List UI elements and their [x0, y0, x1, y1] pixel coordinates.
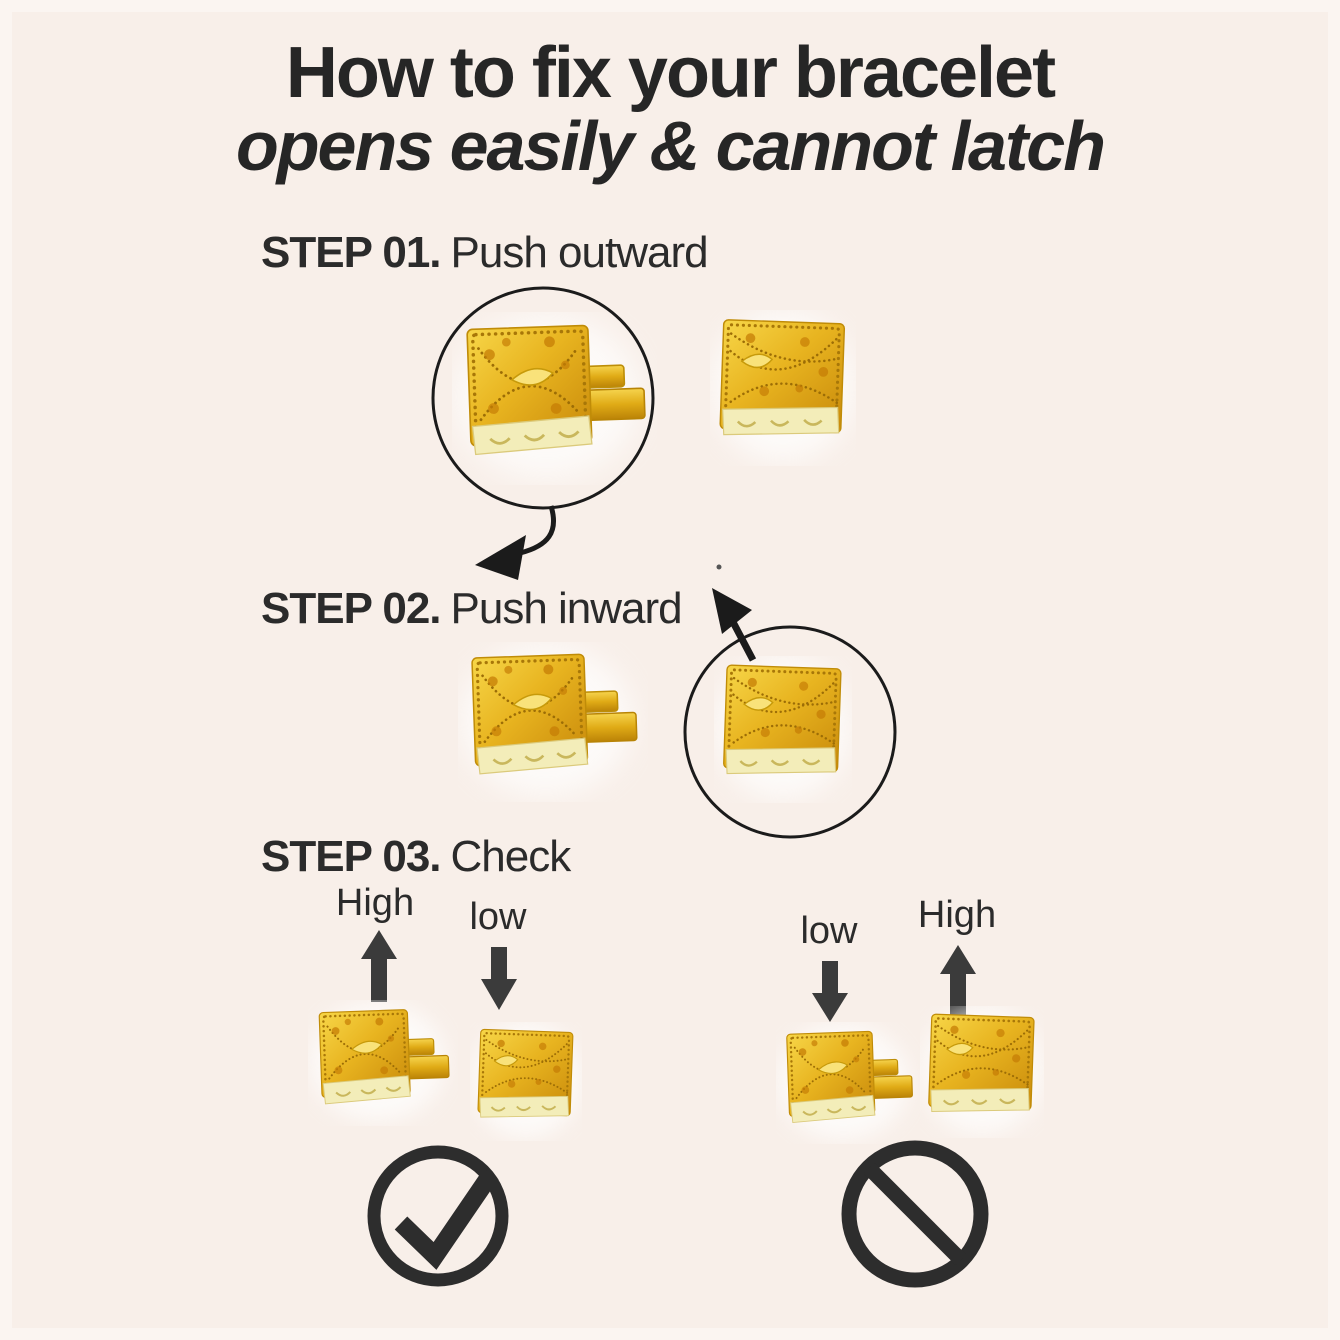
- right-high-label: High: [917, 894, 997, 936]
- step-2-number: STEP 02.: [261, 584, 442, 633]
- left-low-label: low: [469, 896, 527, 938]
- prohibition-icon: [841, 1140, 989, 1288]
- right-female-clasp-image: [921, 1006, 1043, 1135]
- step-1-text: Push outward: [450, 228, 709, 277]
- step-1-number: STEP 01.: [261, 228, 442, 277]
- step-3-text: Check: [450, 832, 572, 881]
- step1-male-clasp-image: [454, 314, 646, 478]
- step2-male-clasp-image: [460, 644, 638, 796]
- speck: [716, 564, 722, 570]
- left-female-clasp-image: [471, 1022, 581, 1138]
- title-line-2: opens easily & cannot latch: [236, 107, 1106, 185]
- step2-female-clasp-image: [715, 656, 851, 799]
- step-2-label: STEP 02.Push inward: [261, 584, 683, 634]
- right-high-up-arrow-icon: [940, 945, 976, 1016]
- step2-up-left-arrow-icon: [712, 588, 757, 662]
- left-low-down-arrow-icon: [481, 947, 517, 1010]
- page-title: How to fix your bracelet opens easily & …: [0, 36, 1340, 182]
- right-male-clasp-image: [778, 1024, 914, 1140]
- step1-highlight-circle-icon: [431, 286, 655, 510]
- step-1-label: STEP 01.Push outward: [261, 228, 709, 278]
- step-2-text: Push inward: [450, 584, 683, 633]
- check-circle-icon: [367, 1145, 509, 1287]
- step2-highlight-circle-icon: [683, 625, 897, 839]
- step1-female-clasp-image: [711, 310, 855, 462]
- step-3-label: STEP 03.Check: [261, 832, 572, 882]
- left-high-label: High: [335, 882, 415, 924]
- title-line-1: How to fix your bracelet: [285, 33, 1056, 113]
- right-low-label: low: [800, 910, 858, 952]
- step1-curved-arrow-icon: [475, 505, 557, 580]
- step-3-number: STEP 03.: [261, 832, 442, 881]
- right-low-down-arrow-icon: [812, 961, 848, 1022]
- left-high-up-arrow-icon: [361, 930, 397, 1002]
- left-male-clasp-image: [310, 1002, 450, 1122]
